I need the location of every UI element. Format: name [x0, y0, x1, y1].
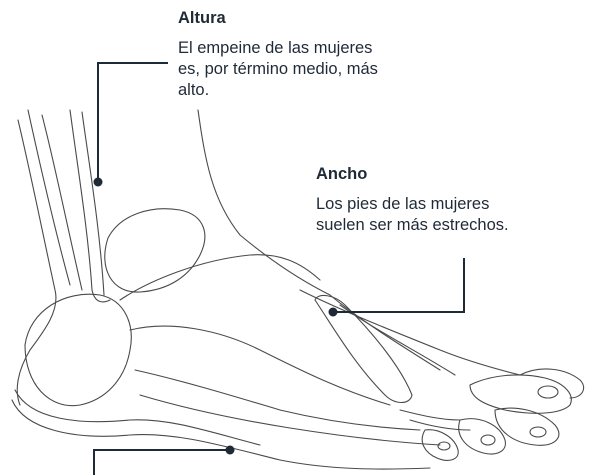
callout-ancho-title: Ancho — [316, 165, 368, 183]
midfoot-bones — [129, 325, 391, 406]
toenail-4 — [437, 441, 451, 451]
heel-outline — [24, 293, 132, 407]
sole-leader-line — [93, 449, 228, 475]
front-leg-outline — [197, 109, 331, 296]
heel-outline-3 — [11, 399, 431, 470]
callout-ancho-body: Los pies de las mujeres suelen ser más e… — [316, 195, 509, 234]
metatarsal-1 — [314, 294, 413, 404]
toe-3 — [458, 418, 506, 455]
midfoot-bones-2 — [134, 369, 421, 431]
leg-outline-back — [16, 119, 57, 406]
toe-4 — [421, 429, 459, 461]
tibia-outline — [69, 109, 111, 303]
toenail-2 — [529, 426, 547, 438]
sole-leader-dot — [225, 445, 235, 455]
toenail-3 — [480, 434, 496, 446]
altura-leader-dot — [93, 177, 103, 187]
leg-outline-back-2 — [27, 109, 71, 286]
toe-joint-lines — [399, 409, 471, 431]
heel-outline-2 — [14, 389, 261, 446]
leg-outline-back-3 — [41, 114, 83, 291]
toe-1 — [469, 374, 572, 414]
ancho-leader-dot — [328, 307, 338, 317]
altura-leader-line — [97, 62, 168, 180]
ancho-leader-line — [336, 258, 465, 313]
callout-altura: Altura El empeine de las mujeres es, por… — [178, 8, 478, 101]
sole-outline — [139, 394, 441, 446]
midfoot-outline — [119, 254, 321, 301]
toenail-1 — [537, 385, 559, 399]
callout-altura-title: Altura — [178, 9, 226, 27]
ankle-bone — [104, 208, 206, 293]
tibia-outline-2 — [81, 111, 105, 296]
toe-5 — [519, 368, 585, 399]
callout-altura-body: El empeine de las mujeres es, por términ… — [178, 39, 378, 99]
metatarsal-2 — [329, 294, 441, 371]
callout-ancho: Ancho Los pies de las mujeres suelen ser… — [316, 164, 586, 236]
metatarsal-4 — [299, 289, 521, 376]
toe-2 — [494, 407, 560, 446]
